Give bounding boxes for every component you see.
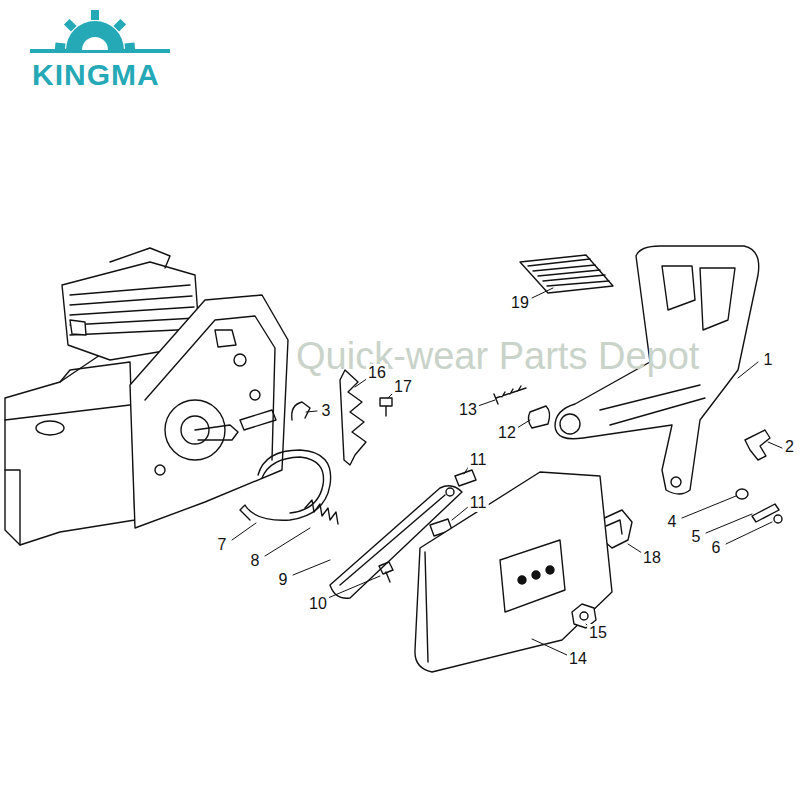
callout-number: 10 bbox=[307, 595, 329, 613]
callout-number: 17 bbox=[392, 378, 414, 396]
toothed-plate bbox=[340, 370, 366, 465]
sleeve bbox=[528, 406, 549, 428]
lever bbox=[745, 430, 770, 460]
callout-number: 5 bbox=[690, 528, 703, 546]
engine bbox=[5, 248, 288, 545]
callout-number: 16 bbox=[366, 364, 388, 382]
callout-number: 11 bbox=[468, 494, 489, 512]
screw bbox=[379, 562, 393, 582]
hook-part bbox=[292, 402, 310, 420]
callout-number: 4 bbox=[666, 513, 679, 531]
callout-number: 18 bbox=[641, 549, 663, 567]
logo-gear bbox=[30, 10, 170, 53]
leader-lines bbox=[232, 288, 782, 655]
logo-text: KINGMA bbox=[32, 60, 160, 90]
watermark: Quick-wear Parts Depot bbox=[296, 337, 699, 375]
clip bbox=[774, 515, 782, 523]
brake-band bbox=[240, 450, 331, 520]
grip-pad bbox=[520, 255, 613, 293]
callout-number: 1 bbox=[762, 351, 775, 369]
callout-number: 11 bbox=[468, 451, 489, 469]
callout-number: 2 bbox=[783, 438, 796, 456]
washer bbox=[736, 489, 748, 499]
callout-number: 13 bbox=[457, 401, 479, 419]
callout-number: 15 bbox=[587, 624, 609, 642]
callout-number: 7 bbox=[216, 536, 229, 554]
callout-number: 6 bbox=[710, 539, 723, 557]
callout-number: 12 bbox=[496, 424, 518, 442]
callout-number: 8 bbox=[249, 552, 262, 570]
link bbox=[752, 504, 779, 522]
callout-number: 3 bbox=[320, 402, 333, 420]
bolt bbox=[494, 386, 526, 404]
callout-number: 9 bbox=[277, 571, 290, 589]
screw bbox=[380, 398, 392, 416]
chain-cover bbox=[415, 472, 612, 672]
spring bbox=[305, 500, 338, 524]
callout-number: 19 bbox=[509, 294, 531, 312]
callout-number: 14 bbox=[567, 650, 589, 668]
